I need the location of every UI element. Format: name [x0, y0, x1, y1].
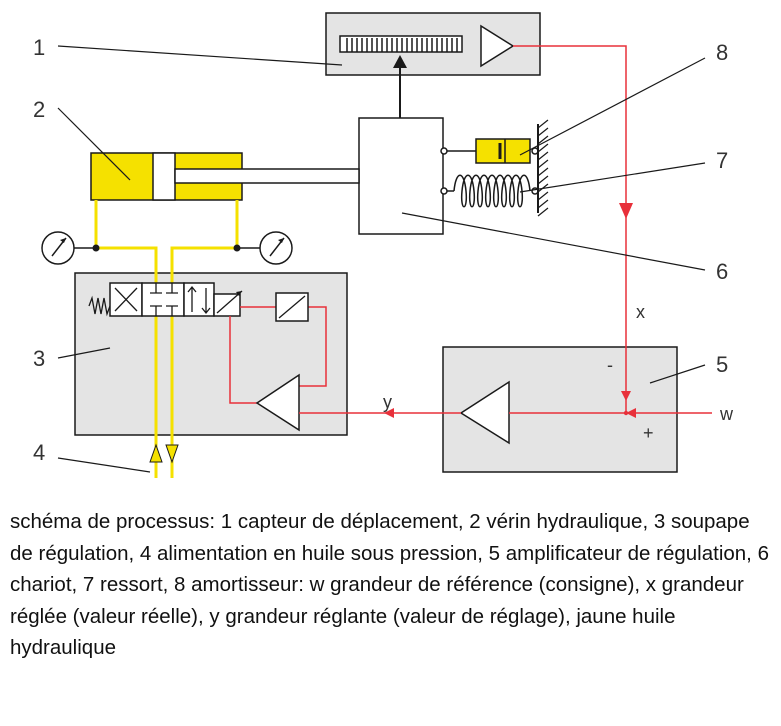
carriage	[358, 117, 444, 235]
label-1: 1	[33, 35, 45, 60]
valve-amplifier-icon	[255, 373, 300, 432]
label-4: 4	[33, 440, 45, 465]
label-7: 7	[716, 148, 728, 173]
oil-return-arrow	[165, 444, 179, 464]
label-minus: -	[607, 355, 613, 375]
valve-control-loop	[229, 306, 327, 404]
oil-supply-arrow	[149, 443, 163, 463]
summing-junction	[623, 410, 629, 416]
label-y: y	[383, 392, 392, 412]
piston-rod	[174, 168, 360, 184]
fixed-wall	[537, 119, 549, 217]
sensor-scale	[339, 35, 463, 53]
sensor-pointer-arrowhead	[393, 55, 407, 68]
label-plus: +	[643, 423, 654, 443]
displacement-sensor	[325, 12, 541, 76]
label-5: 5	[716, 352, 728, 377]
leader-lines	[57, 45, 706, 473]
signal-lines	[299, 45, 712, 418]
damper	[440, 138, 539, 164]
pressure-gauge-right	[233, 231, 293, 265]
directional-valve-symbol	[88, 282, 243, 317]
label-6: 6	[716, 259, 728, 284]
pressure-gauge-left	[41, 231, 100, 265]
diagram-caption: schéma de processus: 1 capteur de déplac…	[10, 510, 769, 659]
sensor-amplifier-icon	[480, 24, 515, 68]
label-8: 8	[716, 40, 728, 65]
label-2: 2	[33, 97, 45, 122]
hydraulic-cylinder	[90, 152, 360, 201]
process-diagram: 1 2 3 4 5 6 7 8 x y w - +	[33, 12, 734, 478]
label-3: 3	[33, 346, 45, 371]
x-signal-arrowhead	[619, 203, 633, 219]
label-x: x	[636, 302, 645, 322]
label-w: w	[719, 404, 734, 424]
